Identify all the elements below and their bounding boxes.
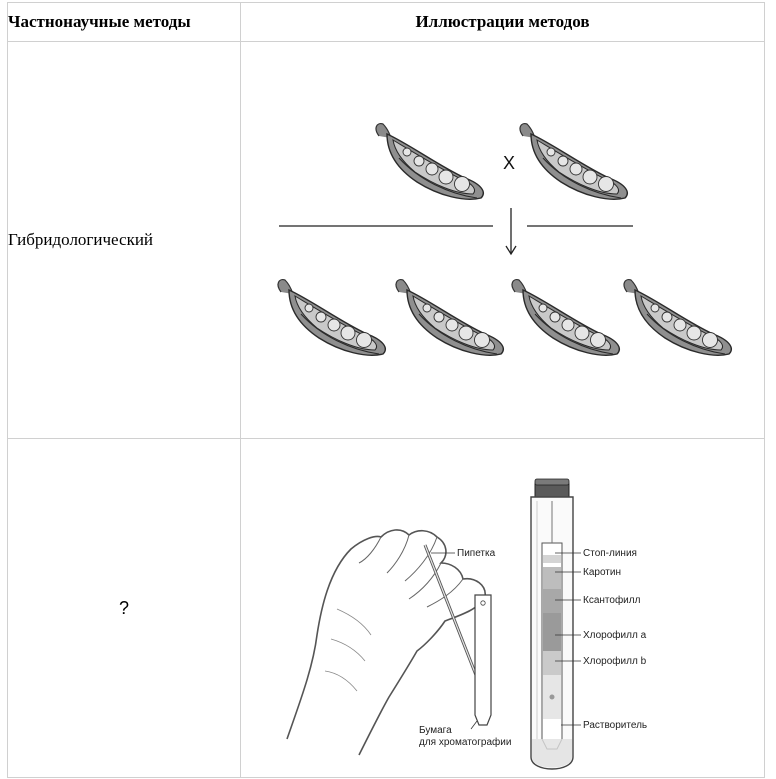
test-tube	[530, 478, 574, 770]
methods-table: Частнонаучные методы Иллюстрации методов…	[7, 2, 765, 778]
chromatography-diagram: Пипетка Бумага для хроматографии	[286, 478, 647, 770]
method-hybridological: Гибридологический	[7, 41, 241, 439]
pea-cross-illustration: X	[240, 41, 765, 439]
offspring-pod-4	[623, 278, 732, 356]
offspring-pod-2	[395, 278, 504, 356]
offspring-pod-3	[511, 278, 620, 356]
offspring-pod-1	[277, 278, 386, 356]
label-xanthophyll: Ксантофилл	[583, 594, 641, 606]
table-header-row: Частнонаучные методы Иллюстрации методов	[7, 2, 765, 42]
parent-pod-2	[519, 122, 628, 200]
header-illustrations: Иллюстрации методов	[240, 2, 765, 42]
label-pipette: Пипетка	[457, 548, 496, 559]
label-paper-line1: Бумага	[419, 725, 452, 736]
label-chlorophyll-b: Хлорофилл b	[583, 655, 647, 667]
pea-cross-diagram: X	[277, 122, 732, 356]
hand-icon	[286, 529, 486, 756]
method-unknown: ?	[7, 438, 241, 778]
parent-pod-1	[375, 122, 484, 200]
label-solvent: Растворитель	[583, 720, 647, 731]
label-chlorophyll-a: Хлорофилл a	[583, 629, 647, 641]
label-stop-line: Стоп-линия	[583, 548, 637, 559]
label-paper-line2: для хроматографии	[419, 736, 511, 748]
table-row: ?	[7, 438, 765, 778]
cross-symbol: X	[503, 153, 515, 173]
chromatography-illustration: Пипетка Бумага для хроматографии	[240, 438, 765, 778]
header-methods: Частнонаучные методы	[7, 2, 241, 42]
label-carotene: Каротин	[583, 567, 621, 578]
chromatography-paper	[474, 594, 492, 726]
table-row: Гибридологический	[7, 41, 765, 439]
